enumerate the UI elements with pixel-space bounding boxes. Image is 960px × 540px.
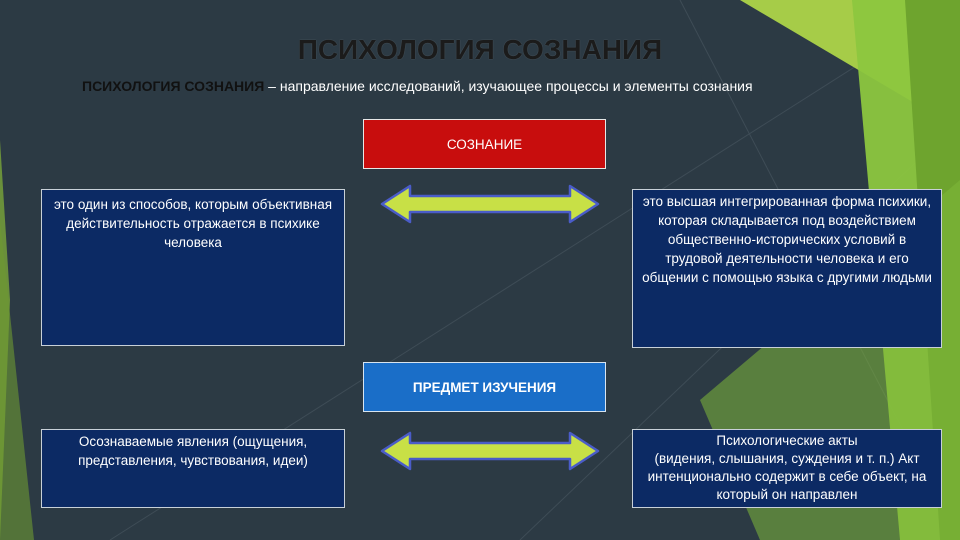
double-arrow-icon [380, 184, 600, 224]
subject-right-box: Психологические акты (видения, слышания,… [632, 429, 942, 508]
subject-box: ПРЕДМЕТ ИЗУЧЕНИЯ [363, 362, 606, 412]
definition-term: ПСИХОЛОГИЯ СОЗНАНИЯ [82, 78, 265, 94]
subject-right-text: (видения, слышания, суждения и т. п.) Ак… [647, 451, 927, 502]
page-title: ПСИХОЛОГИЯ СОЗНАНИЯ [297, 34, 663, 65]
subject-left-box: Осознаваемые явления (ощущения, представ… [41, 429, 345, 508]
consciousness-left-box: это один из способов, которым объективна… [41, 189, 345, 346]
consciousness-right-box: это высшая интегрированная форма психики… [632, 189, 942, 348]
double-arrow-icon [380, 431, 600, 471]
definition-text: – направление исследований, изучающее пр… [264, 78, 753, 94]
consciousness-box: СОЗНАНИЕ [363, 119, 606, 169]
definition-line: ПСИХОЛОГИЯ СОЗНАНИЯ – направление исслед… [82, 78, 753, 94]
subject-right-title: Психологические акты [716, 433, 858, 448]
